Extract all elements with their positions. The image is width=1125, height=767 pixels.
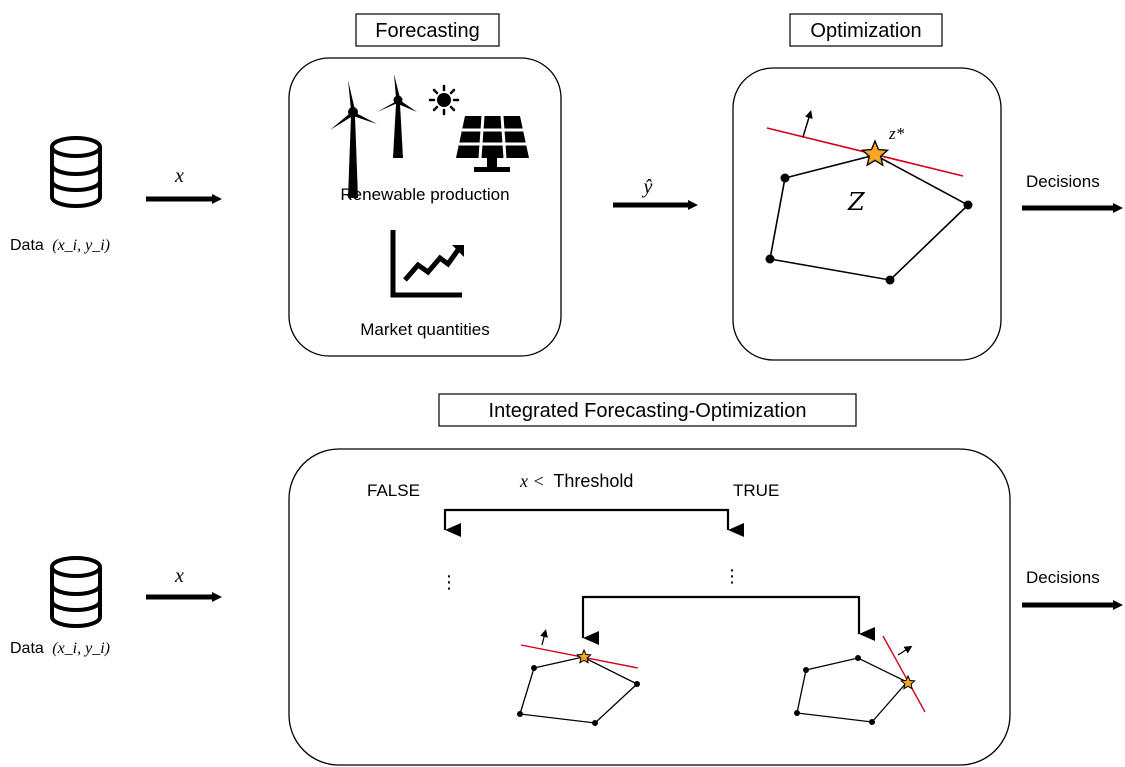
integrated-box (288, 448, 1011, 766)
vertex-point (780, 173, 790, 183)
optimization-title-box (789, 13, 943, 47)
forecasting-title: Forecasting (375, 20, 480, 42)
split-math: x < (519, 471, 545, 491)
leaf-feasible-region-left (517, 656, 640, 726)
optimal-star (860, 139, 890, 167)
wind-turbine-icon (330, 74, 417, 198)
vertex-point (885, 275, 895, 285)
database-icon (50, 136, 102, 208)
forecast-arrow-label: ŷ (642, 176, 653, 198)
leaf-feasible-region-right (794, 655, 909, 725)
database-icon (50, 556, 102, 628)
rising-chart-icon (390, 230, 464, 298)
solar-panel-icon (456, 115, 529, 172)
ellipsis-true: ⋮ (723, 566, 741, 586)
forecasting-title-box (355, 13, 500, 47)
integrated-title-box (438, 393, 857, 427)
tree-leaf-connector (581, 595, 875, 645)
false-label: FALSE (367, 481, 420, 500)
renewable-label: Renewable production (340, 185, 509, 204)
data-math: (x_i, y_i) (52, 640, 110, 657)
split-label: Threshold (553, 471, 633, 491)
ellipsis-false: ⋮ (440, 572, 458, 592)
optimal-star (900, 674, 916, 690)
decisions-label: Decisions (1026, 172, 1100, 191)
market-label: Market quantities (360, 320, 489, 339)
feasible-set-label: Z (847, 188, 866, 216)
optimization-box (732, 67, 1002, 361)
integrated-title: Integrated Forecasting-Optimization (489, 400, 807, 422)
gradient-arrow (540, 629, 548, 646)
optimal-star (576, 648, 592, 664)
vertex-point (963, 200, 973, 210)
optimization-title: Optimization (810, 20, 921, 42)
vertex-point (765, 254, 775, 264)
optimal-point-label: z* (888, 124, 905, 143)
split-condition: x < Threshold (519, 471, 633, 491)
gradient-arrow (802, 110, 813, 138)
input-arrow-label: x (174, 165, 184, 187)
gradient-arrow (897, 645, 913, 656)
data-label: Data (x_i, y_i) (10, 640, 110, 657)
data-label: Data (x_i, y_i) (10, 237, 110, 254)
tree-split-connector (443, 508, 744, 537)
sun-icon (428, 84, 460, 116)
data-math: (x_i, y_i) (52, 237, 110, 254)
true-label: TRUE (733, 481, 779, 500)
forecasting-box (288, 57, 562, 357)
constraint-line (882, 635, 926, 713)
decisions-label: Decisions (1026, 568, 1100, 587)
feasible-region (765, 154, 973, 285)
input-arrow-label: x (174, 565, 184, 587)
